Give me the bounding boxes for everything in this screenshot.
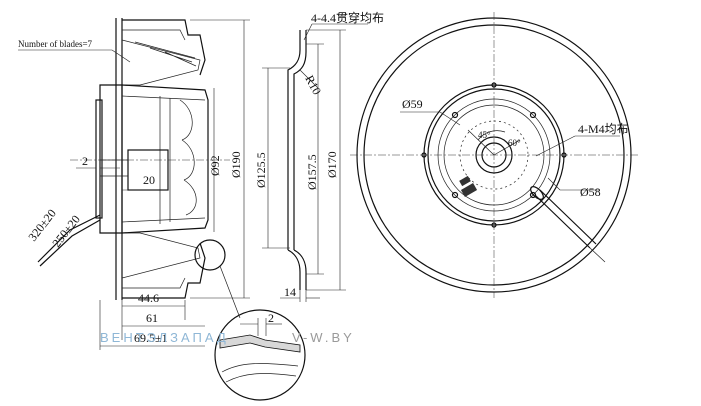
- radius-label: R10: [302, 73, 324, 97]
- angle-60-label: 60°: [508, 138, 521, 148]
- dim-61: 61: [146, 311, 158, 325]
- dim-125-5: Ø125.5: [254, 152, 268, 188]
- dim-20: 20: [143, 173, 155, 187]
- angle-45-label: 45°: [478, 130, 491, 140]
- threads-label: 4-M4均布: [578, 122, 629, 136]
- dim-190: Ø190: [229, 151, 243, 178]
- blades-label: Number of blades=7: [18, 39, 93, 49]
- dim-2-detail: 2: [268, 311, 274, 325]
- dia-59-label: Ø59: [402, 97, 423, 111]
- watermark-site: V-W.BY: [292, 330, 355, 345]
- dim-157-5: Ø157.5: [305, 154, 319, 190]
- dim-44-6: 44.6: [138, 291, 159, 305]
- side-view: [37, 18, 230, 300]
- holes-label: 4-4.4贯穿均布: [311, 10, 384, 25]
- front-view: [350, 12, 640, 298]
- dim-92: Ø92: [208, 155, 222, 176]
- section-profile: [262, 23, 368, 302]
- dim-14: 14: [284, 285, 296, 299]
- dim-170: Ø170: [325, 151, 339, 178]
- watermark-brand: ВЕНТЭЛЗАПАД: [100, 330, 229, 345]
- dim-69-5: 69.5±1: [134, 331, 168, 345]
- dim-2-left: 2: [82, 154, 88, 168]
- dia-58-label: Ø58: [580, 185, 601, 199]
- detail-view: 2: [194, 239, 306, 401]
